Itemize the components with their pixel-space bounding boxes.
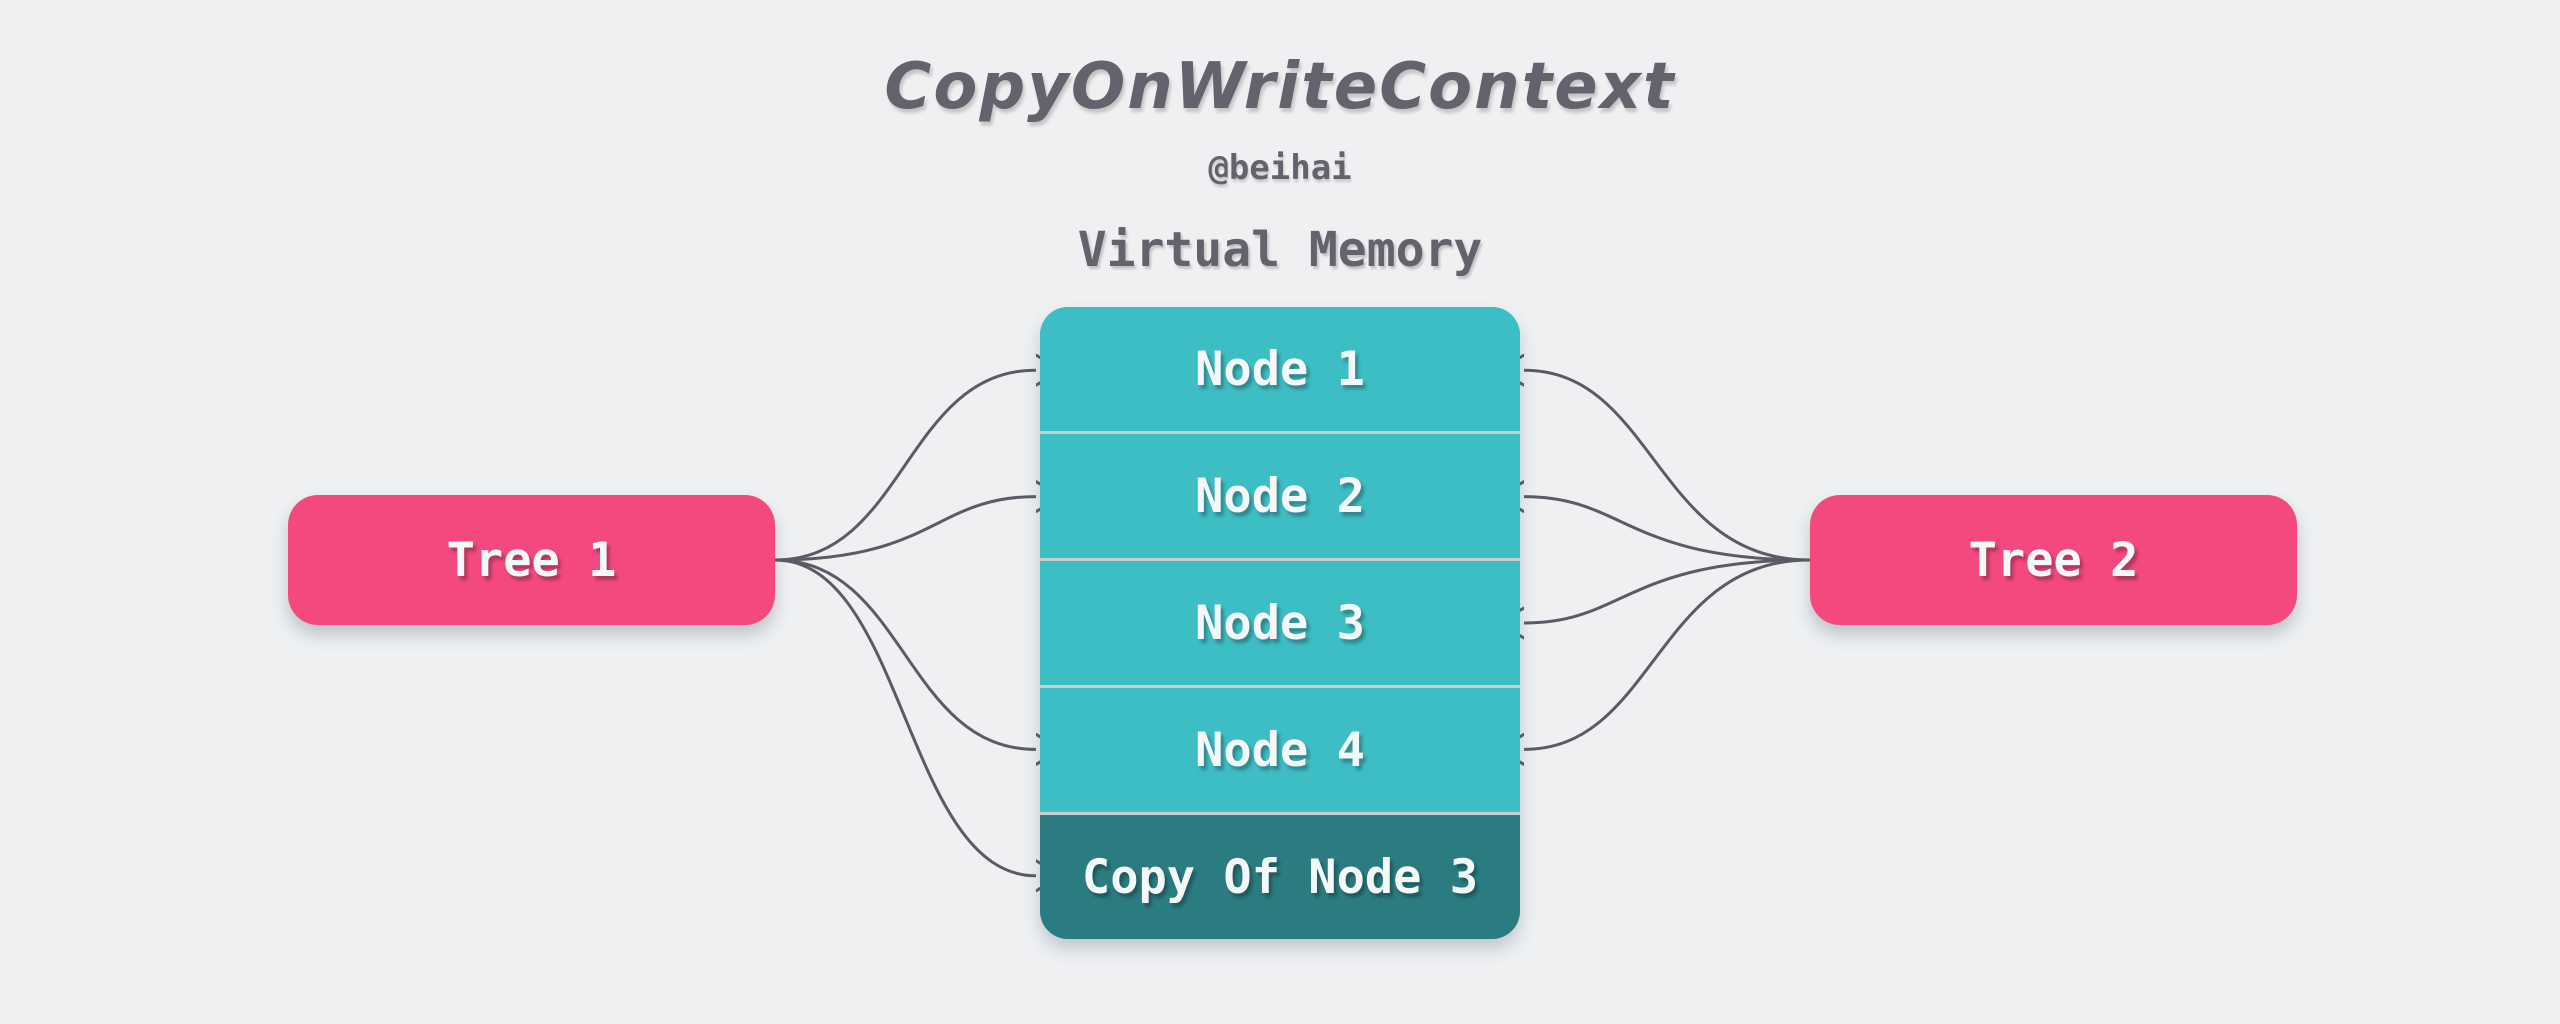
memory-node-4: Node 4	[1040, 685, 1520, 812]
virtual-memory-stack: Node 1 Node 2 Node 3 Node 4 Copy Of Node…	[1040, 307, 1520, 939]
virtual-memory-label: Virtual Memory	[1077, 222, 1483, 278]
arrow-tree-1-to-node-1	[774, 370, 1036, 562]
tree-2-box: Tree 2	[1810, 495, 2297, 625]
arrow-tree-2-to-node-1	[1524, 370, 1811, 562]
memory-node-3: Node 3	[1040, 558, 1520, 685]
arrow-tree-1-to-copy-of-node-3	[774, 558, 1036, 876]
memory-node-1: Node 1	[1040, 307, 1520, 431]
arrow-tree-1-to-node-2	[774, 497, 1036, 562]
page-title: CopyOnWriteContext	[884, 50, 1676, 124]
arrow-tree-2-to-node-3	[1524, 558, 1811, 623]
arrow-tree-1-to-node-4	[774, 558, 1036, 749]
author-credit: @beihai	[1208, 148, 1352, 188]
arrow-tree-2-to-node-2	[1524, 497, 1811, 562]
memory-node-copy-of-node-3: Copy Of Node 3	[1040, 812, 1520, 939]
memory-node-2: Node 2	[1040, 431, 1520, 558]
arrow-tree-2-to-node-4	[1524, 558, 1811, 749]
tree-1-box: Tree 1	[288, 495, 775, 625]
